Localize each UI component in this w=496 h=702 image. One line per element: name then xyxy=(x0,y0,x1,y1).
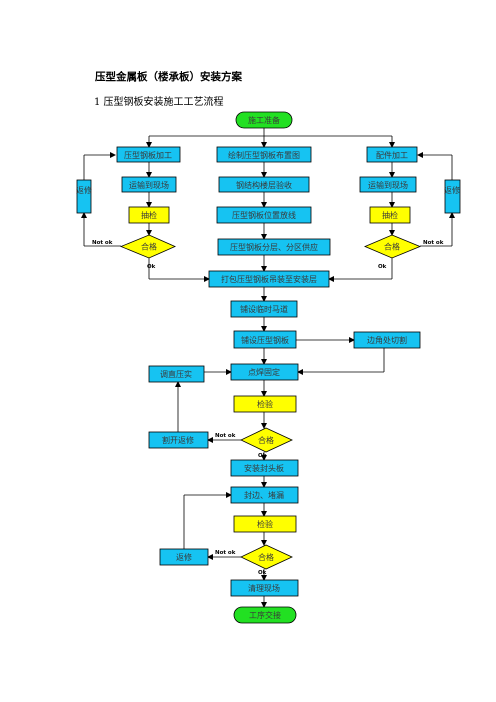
node-right-check: 抽检 xyxy=(369,206,411,224)
section-heading: 1 压型钢板安装施工工艺流程 xyxy=(94,97,224,108)
svg-text:调直压实: 调直压实 xyxy=(160,369,192,379)
node-center-accept: 钢结构楼层验收 xyxy=(218,176,310,193)
start-node: 施工准备 xyxy=(235,111,293,129)
node-left-process: 压型钢板加工 xyxy=(116,146,181,163)
node-adjust: 调直压实 xyxy=(148,365,205,383)
label-not-ok-left: Not ok xyxy=(92,240,113,246)
svg-text:抽检: 抽检 xyxy=(141,210,157,220)
svg-text:运输到现场: 运输到现场 xyxy=(368,180,408,190)
svg-text:绘制压型钢板布置图: 绘制压型钢板布置图 xyxy=(228,150,300,160)
label-ok-1: Ok xyxy=(258,453,267,459)
svg-text:返修: 返修 xyxy=(176,552,192,562)
svg-text:检验: 检验 xyxy=(257,519,273,529)
svg-text:打包压型钢板吊装至安装层: 打包压型钢板吊装至安装层 xyxy=(221,274,317,284)
node-right-return: 返修 xyxy=(444,179,461,214)
svg-text:安装封头板: 安装封头板 xyxy=(244,463,284,473)
label-not-ok-1: Not ok xyxy=(215,433,236,439)
svg-text:返修: 返修 xyxy=(76,185,92,195)
decision-right: 合格 xyxy=(363,234,422,259)
node-unpack: 打包压型钢板吊装至安装层 xyxy=(208,270,330,288)
svg-text:封边、堵漏: 封边、堵漏 xyxy=(244,490,284,500)
node-left-transport: 运输到现场 xyxy=(121,176,177,193)
node-center-stack: 压型钢板分层、分区供应 xyxy=(217,238,331,256)
svg-text:检验: 检验 xyxy=(257,399,273,409)
decision-1: 合格 xyxy=(240,427,293,453)
node-inspect-2: 检验 xyxy=(233,515,297,533)
label-ok-right: Ok xyxy=(378,264,387,270)
node-install-end: 安装封头板 xyxy=(230,459,299,477)
node-left-check: 抽检 xyxy=(128,206,170,224)
node-center-layout: 绘制压型钢板布置图 xyxy=(216,146,312,163)
node-clean: 清理现场 xyxy=(230,579,299,597)
end-node: 工序交接 xyxy=(233,606,297,624)
node-edge-cut: 边角处切割 xyxy=(353,331,421,349)
node-right-transport: 运输到现场 xyxy=(359,176,417,193)
svg-text:边角处切割: 边角处切割 xyxy=(367,335,407,345)
svg-text:合格: 合格 xyxy=(141,242,157,252)
label-ok-left: Ok xyxy=(147,264,156,270)
svg-text:工序交接: 工序交接 xyxy=(249,610,281,620)
svg-text:返修: 返修 xyxy=(444,185,460,195)
svg-text:施工准备: 施工准备 xyxy=(248,115,280,125)
svg-text:合格: 合格 xyxy=(384,242,400,252)
svg-text:铺设临时马道: 铺设临时马道 xyxy=(240,304,288,314)
node-walkway: 铺设临时马道 xyxy=(230,300,298,318)
node-center-marking: 压型钢板位置放线 xyxy=(216,206,312,224)
node-right-process: 配件加工 xyxy=(366,146,418,163)
label-not-ok-right: Not ok xyxy=(423,240,444,246)
node-inspect-1: 检验 xyxy=(233,395,297,413)
svg-text:合格: 合格 xyxy=(258,435,274,445)
svg-text:割开返修: 割开返修 xyxy=(162,435,194,445)
node-spot-weld: 点焊固定 xyxy=(230,363,299,381)
connector-lines xyxy=(81,128,455,608)
label-not-ok-2: Not ok xyxy=(215,550,236,556)
svg-text:压型钢板分层、分区供应: 压型钢板分层、分区供应 xyxy=(230,242,318,252)
decision-left: 合格 xyxy=(119,234,176,259)
svg-text:抽检: 抽检 xyxy=(382,210,398,220)
svg-text:压型钢板位置放线: 压型钢板位置放线 xyxy=(232,210,296,220)
decision-2: 合格 xyxy=(240,544,293,570)
svg-text:铺设压型钢板: 铺设压型钢板 xyxy=(241,335,289,345)
node-left-return: 返修 xyxy=(76,179,92,214)
node-repair-2: 返修 xyxy=(159,548,209,566)
svg-text:运输到现场: 运输到现场 xyxy=(129,180,169,190)
page-title: 压型金属板（楼承板）安装方案 xyxy=(95,71,242,83)
svg-text:清理现场: 清理现场 xyxy=(248,583,280,593)
svg-text:合格: 合格 xyxy=(258,552,274,562)
node-seal-edges: 封边、堵漏 xyxy=(230,486,299,504)
node-lay-sheet: 铺设压型钢板 xyxy=(233,330,297,349)
node-cut-repair: 割开返修 xyxy=(148,431,209,449)
label-ok-2: Ok xyxy=(258,570,267,576)
svg-text:压型钢板加工: 压型钢板加工 xyxy=(124,150,172,160)
svg-text:配件加工: 配件加工 xyxy=(376,150,408,160)
svg-text:钢结构楼层验收: 钢结构楼层验收 xyxy=(236,180,292,190)
svg-text:点焊固定: 点焊固定 xyxy=(248,367,280,377)
